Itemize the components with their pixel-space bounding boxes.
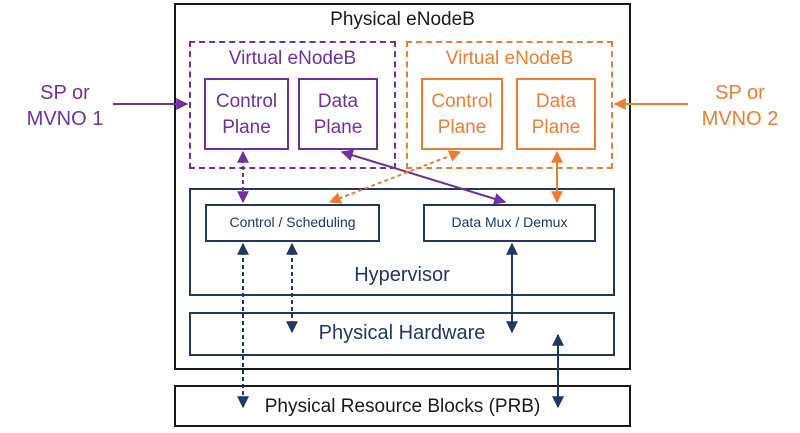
physical-hardware-box	[189, 312, 615, 356]
data-plane-2-box	[516, 78, 596, 150]
control-scheduling-label: Control / Scheduling	[229, 214, 356, 230]
control-plane-1-label-line1: Control	[215, 91, 278, 112]
data-plane-2-label-line1: Data	[535, 91, 577, 112]
control-plane-1-label-line2: Plane	[222, 117, 271, 138]
data-plane-1-link	[340, 149, 507, 205]
data-plane-2-label-line2: Plane	[531, 117, 581, 138]
control-plane-2-box	[421, 78, 503, 150]
physical-hardware-label: Physical Hardware	[318, 322, 486, 344]
provider-2-label-line1: SP or	[715, 82, 765, 104]
provider-1-label-line1: SP or	[40, 82, 90, 104]
virtual-enodeb-1-title: Virtual eNodeB	[228, 48, 357, 69]
data-mux-demux-box	[423, 204, 596, 242]
data-mux-demux-label: Data Mux / Demux	[451, 214, 568, 230]
control-plane-2-link	[328, 150, 462, 204]
prb-box	[174, 385, 631, 427]
provider-1-label-line2: MVNO 1	[26, 108, 104, 130]
data-plane-1-label-line1: Data	[317, 91, 359, 112]
physical-enodeb-title: Physical eNodeB	[330, 9, 475, 30]
data-plane-1-box	[298, 78, 378, 150]
control-plane-2-label-line2: Plane	[437, 117, 487, 138]
virtual-enodeb-2-title: Virtual eNodeB	[445, 48, 574, 69]
provider-2-label-line2: MVNO 2	[701, 108, 779, 130]
control-plane-2-label-line1: Control	[431, 91, 493, 112]
control-plane-1-box	[204, 78, 289, 150]
virtual-enodeb-1-box	[189, 41, 396, 169]
virtual-enodeb-2-box	[406, 41, 613, 169]
hypervisor-title: Hypervisor	[354, 264, 450, 286]
prb-label: Physical Resource Blocks (PRB)	[264, 396, 541, 417]
physical-enodeb-box	[174, 3, 631, 370]
control-scheduling-box	[205, 204, 380, 242]
data-plane-1-label-line2: Plane	[313, 117, 363, 138]
